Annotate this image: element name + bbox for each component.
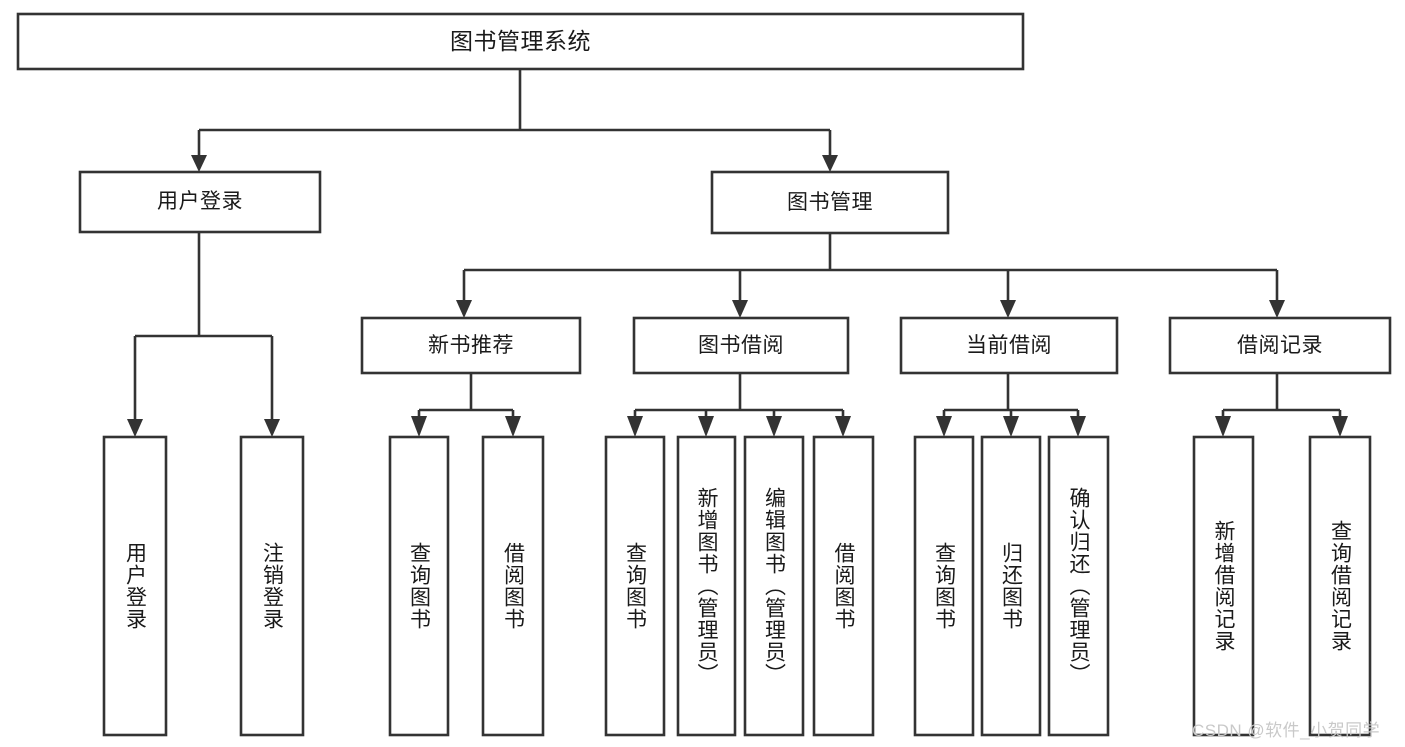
node-box-current-borrow[interactable] bbox=[899, 316, 1119, 375]
arrowhead-icon bbox=[505, 416, 521, 437]
arrowhead-icon bbox=[698, 416, 714, 437]
leaf-box-0[interactable] bbox=[102, 435, 168, 737]
csdn-watermark: CSDN @软件_小贺同学 bbox=[1192, 721, 1381, 740]
arrowhead-icon bbox=[766, 416, 782, 437]
arrowhead-icon bbox=[264, 419, 280, 437]
node-box-user-login[interactable] bbox=[78, 170, 322, 234]
node-box-root[interactable] bbox=[16, 12, 1025, 71]
arrowhead-icon bbox=[822, 155, 838, 172]
node-rect-group bbox=[16, 12, 1392, 737]
node-box-book-borrow[interactable] bbox=[632, 316, 850, 375]
node-box-book-management[interactable] bbox=[710, 170, 950, 235]
leaf-box-12[interactable] bbox=[1308, 435, 1372, 737]
arrowhead-icon bbox=[456, 300, 472, 318]
leaf-box-5[interactable] bbox=[676, 435, 737, 737]
connector-group bbox=[127, 69, 1348, 437]
leaf-box-4[interactable] bbox=[604, 435, 666, 737]
arrowhead-icon bbox=[936, 416, 952, 437]
arrowhead-icon bbox=[1215, 416, 1231, 437]
leaf-box-7[interactable] bbox=[812, 435, 875, 737]
arrowhead-icon bbox=[1070, 416, 1086, 437]
arrowhead-icon bbox=[835, 416, 851, 437]
leaf-box-10[interactable] bbox=[1047, 435, 1110, 737]
arrowhead-icon bbox=[1332, 416, 1348, 437]
leaf-box-9[interactable] bbox=[980, 435, 1042, 737]
leaf-box-1[interactable] bbox=[239, 435, 305, 737]
arrowhead-icon bbox=[127, 419, 143, 437]
arrowhead-icon bbox=[411, 416, 427, 437]
arrowhead-icon bbox=[732, 300, 748, 318]
leaf-box-8[interactable] bbox=[913, 435, 975, 737]
leaf-box-3[interactable] bbox=[481, 435, 545, 737]
leaf-box-6[interactable] bbox=[743, 435, 805, 737]
node-box-borrow-record[interactable] bbox=[1168, 316, 1392, 375]
arrowhead-icon bbox=[1000, 300, 1016, 318]
arrowhead-icon bbox=[1003, 416, 1019, 437]
leaf-box-2[interactable] bbox=[388, 435, 450, 737]
leaf-box-11[interactable] bbox=[1192, 435, 1255, 737]
arrowhead-icon bbox=[1269, 300, 1285, 318]
arrowhead-icon bbox=[627, 416, 643, 437]
node-box-new-book-recommend[interactable] bbox=[360, 316, 582, 375]
arrowhead-icon bbox=[191, 155, 207, 172]
